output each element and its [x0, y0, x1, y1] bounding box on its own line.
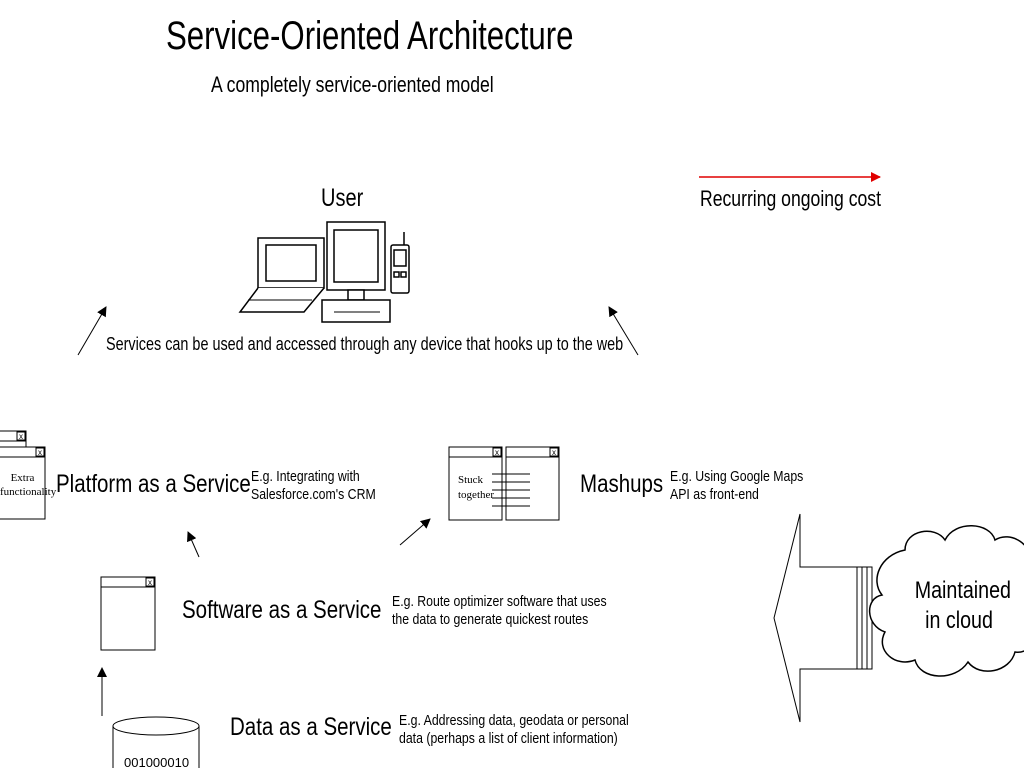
extra-label-line: Extra [10, 472, 35, 484]
cloud-shape [868, 525, 1024, 677]
binary-data-label: 001000010 [124, 755, 190, 770]
extra-functionality-window-icon [0, 430, 46, 520]
page-subtitle: A completely service-oriented model [211, 72, 494, 97]
window-close-icon: x [19, 432, 23, 441]
extra-label-line: functionality [0, 486, 57, 498]
paas-label: Platform as a Service [56, 470, 251, 498]
daas-example-line: E.g. Addressing data, geodata or persona… [399, 712, 629, 729]
window-close-icon: x [148, 578, 152, 587]
user-label: User [321, 184, 364, 212]
window-close-icon: x [495, 448, 499, 457]
saas-example-line: the data to generate quickest routes [392, 611, 589, 628]
paas-example-line: E.g. Integrating with [251, 468, 360, 485]
mashups-example: E.g. Using Google Maps API as front-end [670, 468, 803, 504]
stuck-together-label: Stuck together [458, 473, 494, 503]
window-close-icon: x [552, 448, 556, 457]
arrow-left-up [77, 306, 107, 356]
mashup-windows-icon [448, 446, 560, 521]
daas-example-line: data (perhaps a list of client informati… [399, 730, 618, 747]
extra-functionality-label: Extra functionality [0, 471, 57, 499]
saas-example: E.g. Route optimizer software that uses … [392, 593, 607, 629]
database-icon [112, 716, 200, 768]
arrow-saas-to-mashups [399, 518, 431, 546]
stuck-label-line: together [458, 489, 495, 501]
paas-example-line: Salesforce.com's CRM [251, 486, 376, 503]
devices-icon [238, 221, 410, 323]
stuck-label-line: Stuck [458, 474, 484, 486]
mashups-example-line: API as front-end [670, 486, 759, 503]
saas-example-line: E.g. Route optimizer software that uses [392, 593, 607, 610]
arrow-right-up [608, 306, 639, 356]
cloud-label: Maintained in cloud [914, 576, 1012, 636]
arrow-saas-to-paas [187, 531, 200, 558]
window-close-icon: x [38, 448, 42, 457]
legend-label: Recurring ongoing cost [700, 186, 881, 211]
cloud-label-line: in cloud [925, 607, 993, 634]
daas-example: E.g. Addressing data, geodata or persona… [399, 712, 629, 748]
cloud-arrow [773, 513, 873, 723]
cloud-label-line: Maintained [914, 577, 1012, 604]
paas-example: E.g. Integrating with Salesforce.com's C… [251, 468, 376, 504]
daas-label: Data as a Service [230, 713, 392, 741]
saas-label: Software as a Service [182, 596, 382, 624]
software-window-icon [100, 576, 156, 651]
mashups-example-line: E.g. Using Google Maps [670, 468, 804, 485]
mashups-label: Mashups [580, 470, 664, 498]
devices-note: Services can be used and accessed throug… [106, 334, 624, 354]
page-title: Service-Oriented Architecture [166, 14, 574, 58]
